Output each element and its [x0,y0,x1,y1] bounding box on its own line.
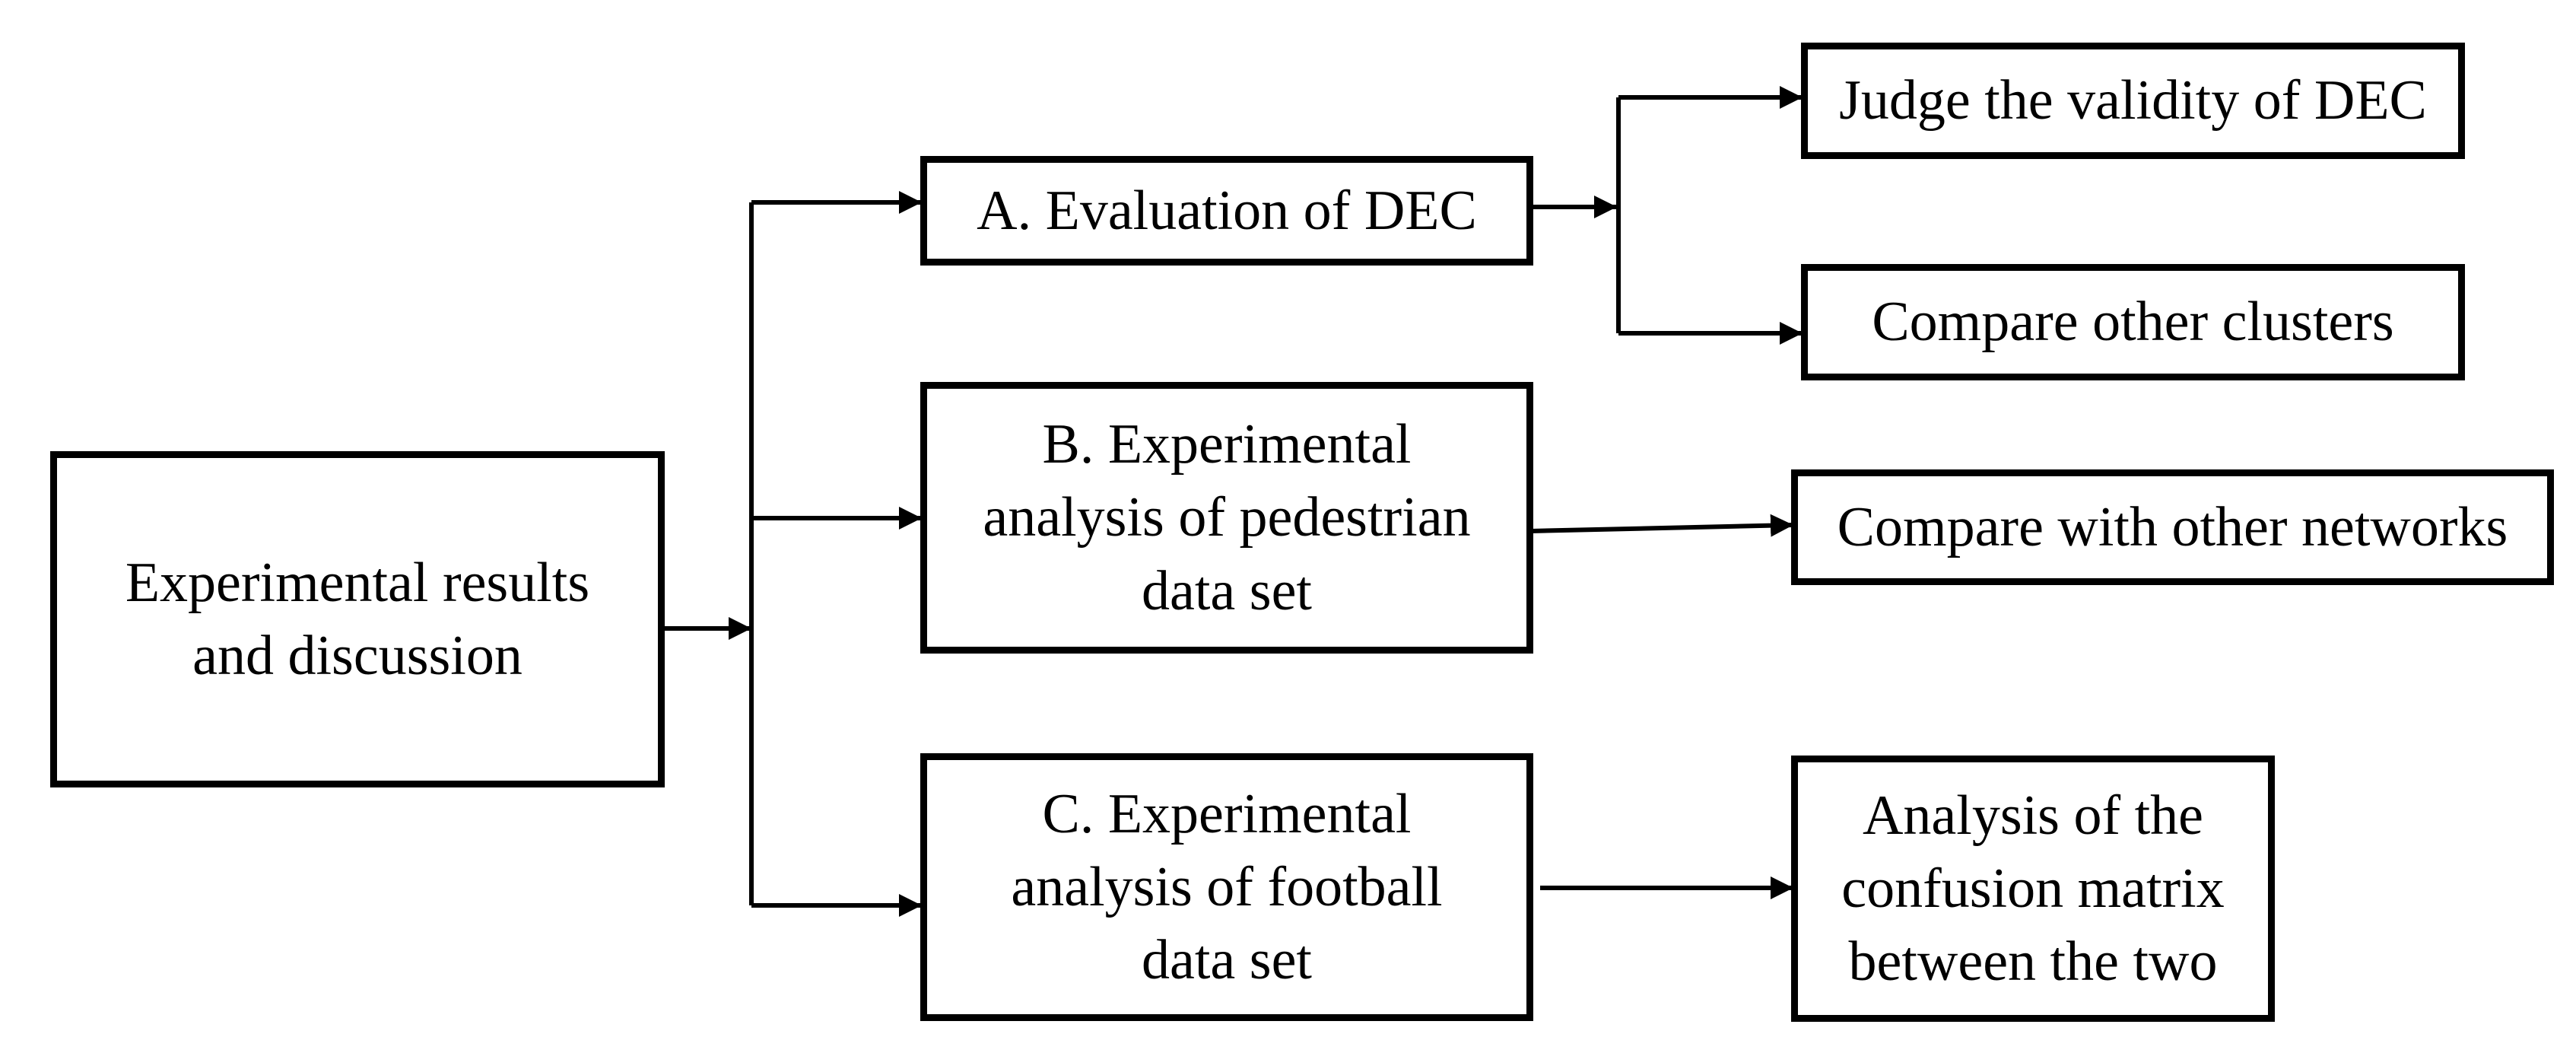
section-c-label-line: analysis of football [1011,855,1443,918]
arrow-to-compare-networks [1530,514,1794,537]
section-b-label-line: analysis of pedestrian [983,486,1471,549]
outcome-judge-validity-label-line: Judge the validity of DEC [1839,69,2427,132]
section-c-label-line: C. Experimental [1042,782,1412,845]
section-b-label-line: data set [1142,559,1312,622]
outcome-compare-clusters-box: Compare other clusters [1801,264,2465,380]
section-c-label: C. Experimental analysis of football dat… [1011,778,1442,997]
root-label-line: and discussion [192,625,523,687]
outcome-confusion-matrix-box: Analysis of the confusion matrix between… [1791,756,2275,1022]
section-c-box: C. Experimental analysis of football dat… [920,753,1533,1021]
section-a-box: A. Evaluation of DEC [920,156,1533,266]
section-a-label: A. Evaluation of DEC [977,174,1477,247]
root-box: Experimental results and discussion [50,451,665,787]
outcome-confusion-matrix-label-line: Analysis of the [1862,784,2204,847]
outcome-confusion-matrix-label: Analysis of the confusion matrix between… [1841,779,2225,999]
outcome-compare-networks-label: Compare with other networks [1838,491,2508,564]
outcome-judge-validity-box: Judge the validity of DEC [1801,43,2465,159]
outcome-compare-clusters-label-line: Compare other clusters [1872,291,2394,354]
outcome-confusion-matrix-label-line: confusion matrix [1841,857,2225,920]
outcome-compare-clusters-label: Compare other clusters [1872,285,2393,358]
root-label: Experimental results and discussion [125,546,589,692]
outcome-compare-networks-label-line: Compare with other networks [1837,495,2508,558]
outcome-confusion-matrix-label-line: between the two [1848,931,2218,994]
section-b-label: B. Experimental analysis of pedestrian d… [983,408,1470,628]
section-a-label-line: A. Evaluation of DEC [977,179,1477,242]
outcome-judge-validity-label: Judge the validity of DEC [1839,64,2427,137]
section-b-box: B. Experimental analysis of pedestrian d… [920,382,1533,654]
outcome-compare-networks-box: Compare with other networks [1791,469,2554,585]
section-b-label-line: B. Experimental [1042,413,1412,476]
section-c-label-line: data set [1142,929,1312,992]
root-label-line: Experimental results [125,551,590,614]
